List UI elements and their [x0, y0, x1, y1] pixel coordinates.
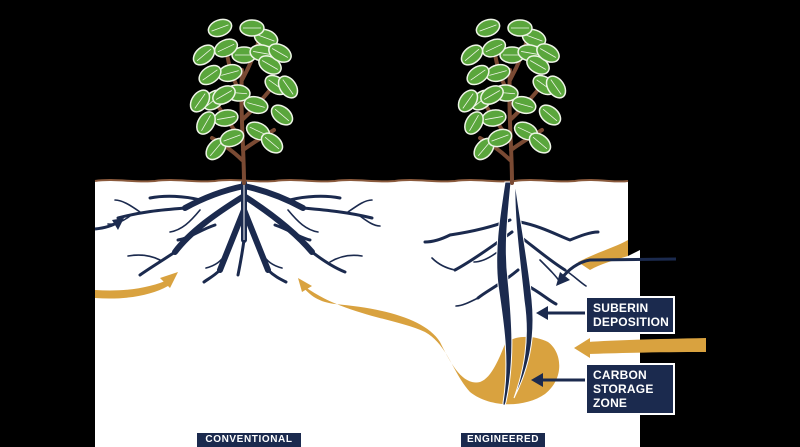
- leaf-vein: [485, 43, 503, 53]
- soil-surface-line: [94, 179, 629, 183]
- leaf-vein: [223, 134, 241, 142]
- conventional-caption: CONVENTIONAL: [197, 433, 301, 447]
- leaf-vein: [542, 108, 558, 122]
- suberin-label-line-1: SUBERIN: [593, 301, 649, 315]
- leaf-vein: [532, 136, 548, 150]
- leaf-vein: [469, 115, 479, 131]
- engineered-taproot-core: [513, 181, 534, 399]
- leaf-vein: [249, 126, 267, 136]
- callout-arrow-head: [531, 373, 543, 387]
- leaf-vein: [247, 102, 265, 108]
- callout-arrow-head: [556, 272, 570, 286]
- leaf-vein: [216, 90, 232, 100]
- leaf-vein: [540, 48, 556, 58]
- leaf-vein: [464, 48, 480, 62]
- leaf-vein: [209, 141, 223, 157]
- callout-arrow-head: [112, 218, 124, 230]
- leaf-vein: [202, 69, 218, 81]
- leaf-vein: [470, 69, 486, 81]
- leaf-vein: [477, 141, 491, 157]
- leaf-vein: [274, 108, 290, 122]
- suberin-deposition-label: SUBERIN DEPOSITION: [585, 296, 675, 334]
- carbon-label-line-1: CARBON: [593, 368, 647, 382]
- carbon-flow-upper: [578, 240, 628, 270]
- carbon-flow-arrow: [298, 278, 312, 292]
- leaf-vein: [484, 90, 500, 100]
- leaf-vein: [272, 48, 288, 58]
- carbon-storage-zone-label: CARBON STORAGE ZONE: [585, 363, 675, 415]
- leaf-vein: [462, 93, 474, 109]
- foliage: [189, 18, 567, 161]
- carbon-flow-arrow: [160, 272, 178, 288]
- suberin-label-line-2: DEPOSITION: [593, 315, 670, 329]
- leaf-vein: [491, 134, 509, 142]
- leaf-vein: [550, 79, 562, 95]
- carbon-flow-left: [95, 279, 170, 299]
- carbon-label-line-2: STORAGE: [593, 382, 654, 396]
- leaf-vein: [525, 34, 543, 42]
- leaf-vein: [194, 93, 206, 109]
- callout-arrow-head: [536, 306, 548, 320]
- leaf-vein: [479, 24, 497, 32]
- leaf-vein: [264, 136, 280, 150]
- leaf-vein: [211, 24, 229, 32]
- conventional-root-system: [107, 180, 381, 284]
- leaf-vein: [253, 51, 271, 55]
- leaf-vein: [515, 102, 533, 108]
- carbon-flow-arrow: [574, 338, 590, 358]
- carbon-input-band: [588, 338, 706, 354]
- leaf-vein: [530, 60, 546, 70]
- engineered-taproot: [496, 181, 513, 406]
- leaf-vein: [485, 116, 503, 120]
- leaf-vein: [489, 70, 507, 76]
- leaf-vein: [217, 116, 235, 120]
- leaf-vein: [262, 60, 278, 70]
- leaf-vein: [221, 70, 239, 76]
- leaf-vein: [517, 126, 535, 136]
- leaf-vein: [282, 79, 294, 95]
- engineered-root-system: [423, 218, 600, 307]
- carbon-label-line-3: ZONE: [593, 396, 628, 410]
- leaf-vein: [201, 115, 211, 131]
- leaf-vein: [257, 34, 275, 42]
- engineered-caption: ENGINEERED: [461, 433, 545, 447]
- leaf-vein: [521, 51, 539, 55]
- leaf-vein: [196, 48, 212, 62]
- carbon-flow-band: [300, 283, 560, 405]
- leaf-vein: [217, 43, 235, 53]
